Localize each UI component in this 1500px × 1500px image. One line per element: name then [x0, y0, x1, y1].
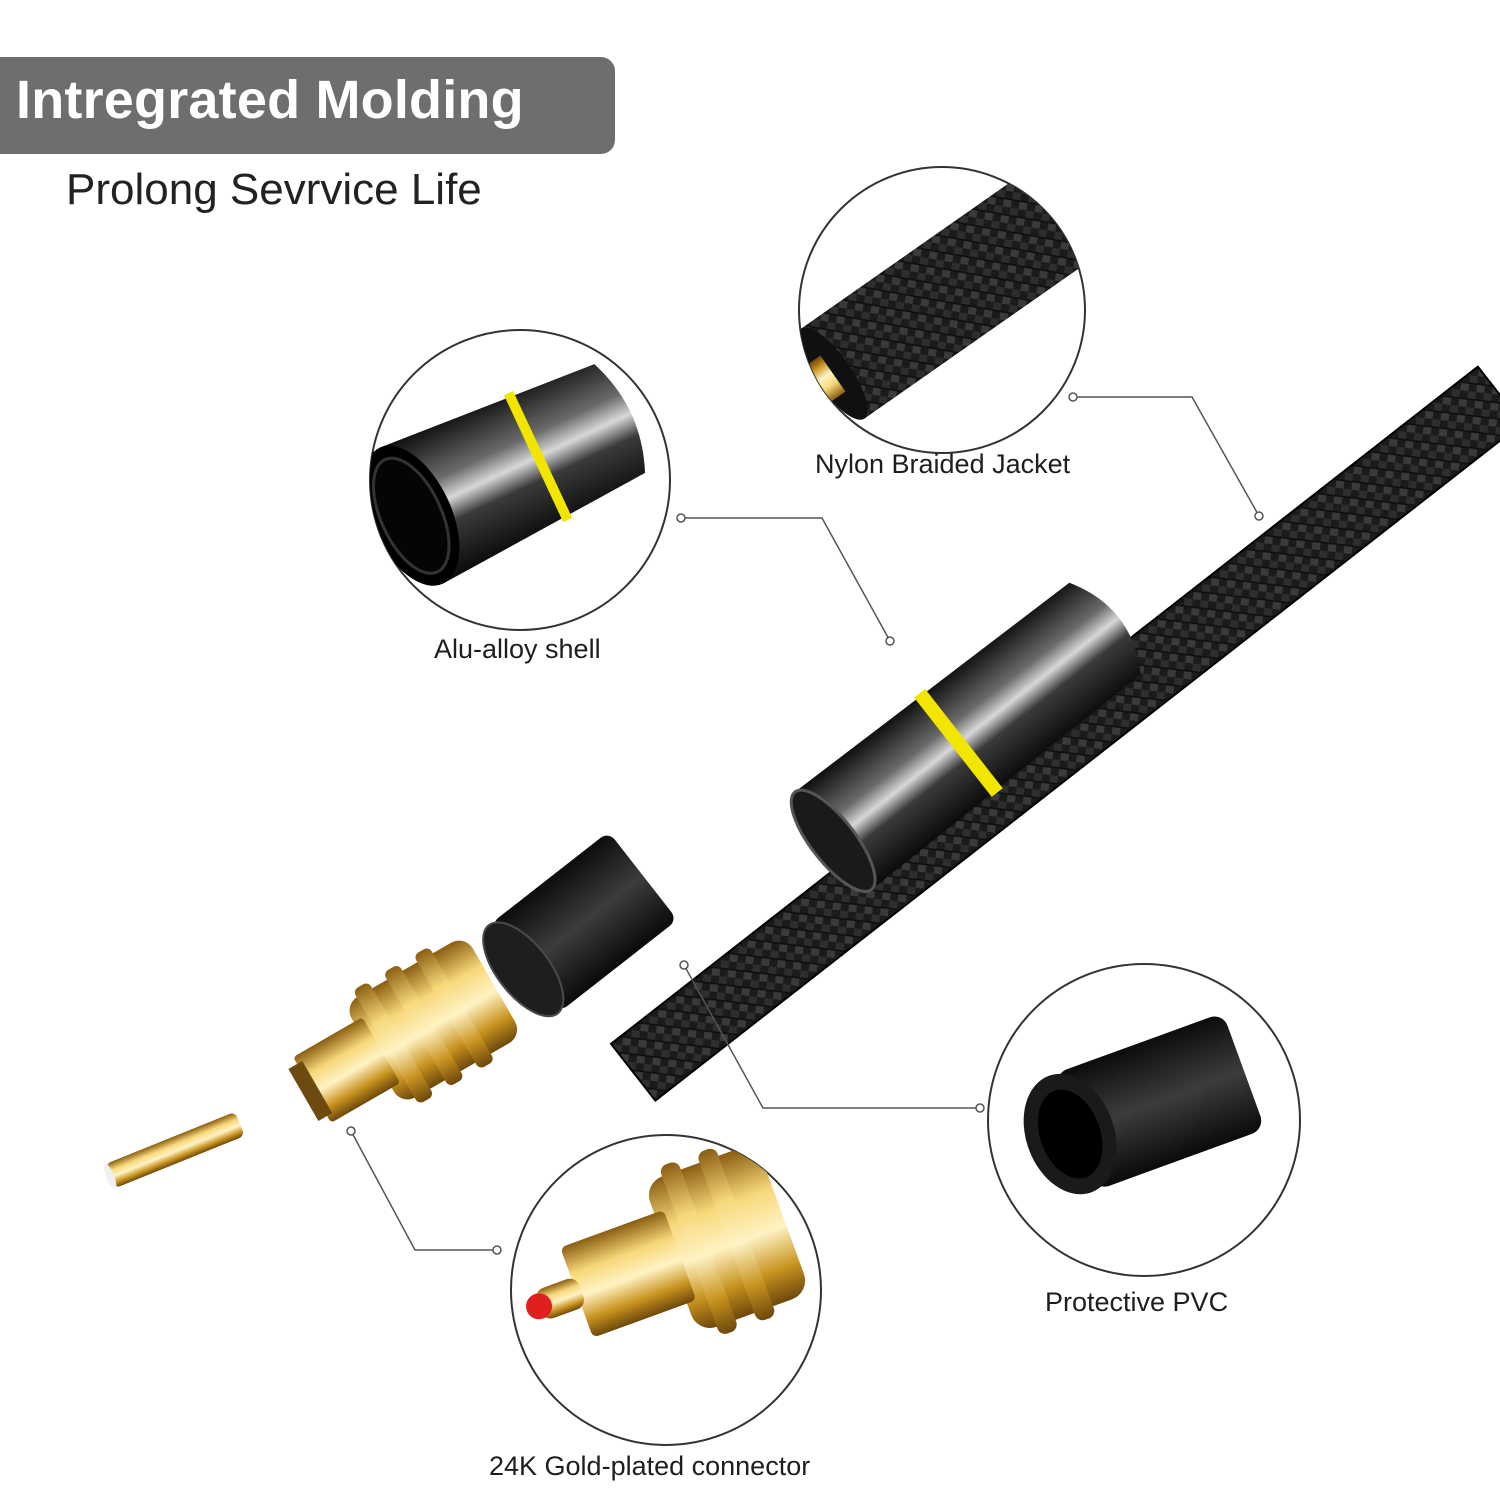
label-alu-alloy-shell: Alu-alloy shell	[434, 634, 601, 664]
alu-shell-circle	[369, 329, 671, 631]
page-subtitle: Prolong Sevrvice Life	[66, 165, 482, 214]
pvc-cap	[482, 835, 674, 1018]
page-title: Intregrated Molding	[16, 70, 524, 130]
leader-lines	[350, 396, 1260, 1251]
pvc-circle	[987, 963, 1301, 1277]
alu-shell	[789, 582, 1141, 894]
nylon-jacket-circle	[798, 166, 1086, 454]
label-nylon-braided-jacket: Nylon Braided Jacket	[815, 449, 1071, 479]
label-protective-pvc: Protective PVC	[1045, 1287, 1229, 1317]
label-gold-plated-connector: 24K Gold-plated connector	[489, 1451, 811, 1481]
gold-connector-circle	[510, 1134, 822, 1446]
gold-connector	[103, 940, 518, 1189]
leader-dots	[346, 392, 1264, 1255]
title-banner: Intregrated Molding	[0, 57, 615, 154]
